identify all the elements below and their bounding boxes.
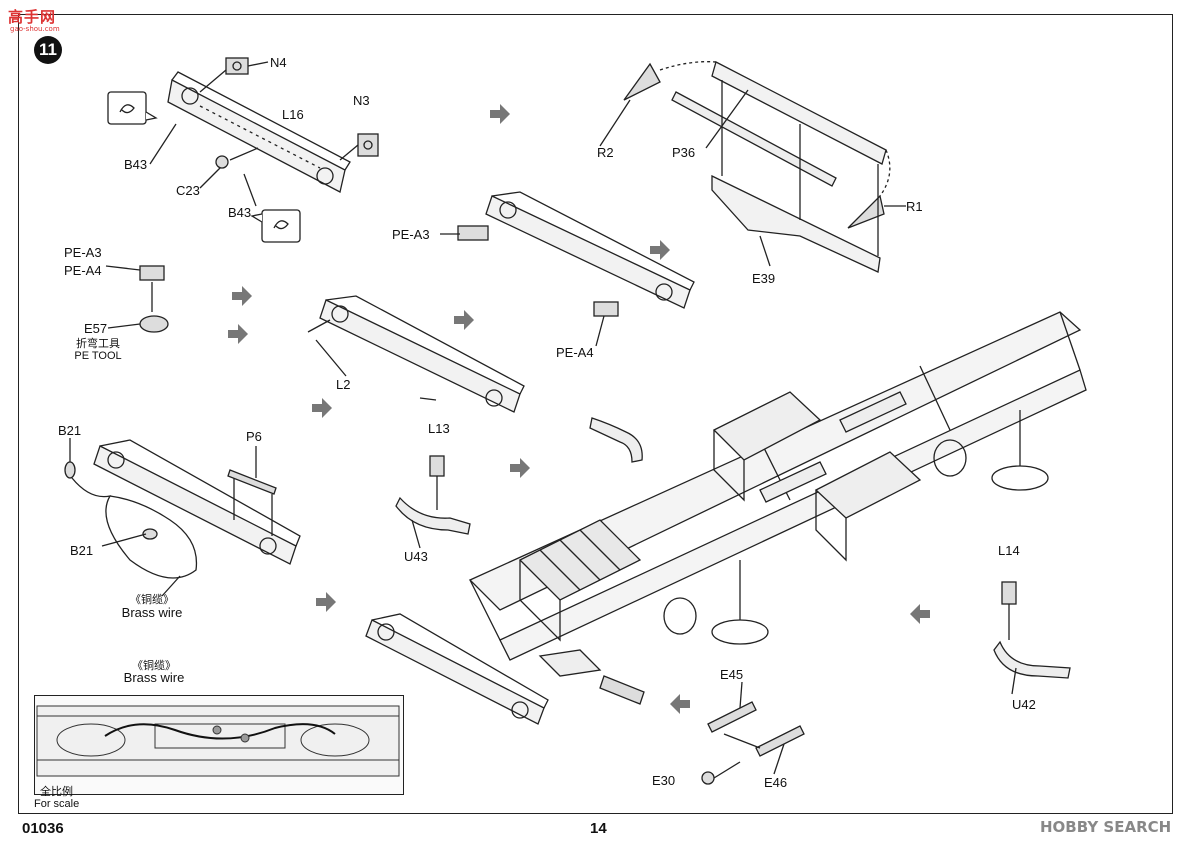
label-p36: P36 [672, 145, 696, 160]
label-b43-bottom: B43 [228, 205, 252, 220]
label-brass-wire-cn-1: 《铜缆》 [130, 594, 174, 606]
label-l2: L2 [336, 377, 351, 392]
label-b21-bottom: B21 [70, 543, 94, 558]
label-pe-a4-left: PE-A4 [64, 263, 102, 278]
arrow-1 [490, 104, 510, 124]
label-l16: L16 [282, 107, 304, 122]
brass-wire-b21 [64, 461, 198, 579]
air-cylinder-1 [839, 391, 907, 433]
part-e57 [139, 315, 169, 333]
part-e45 [707, 701, 757, 733]
part-e30 [701, 771, 715, 785]
wheel-hub-1 [711, 560, 769, 645]
wheel-hub-2 [991, 410, 1049, 491]
label-e39: E39 [752, 271, 776, 286]
label-pe-tool-cn: 折弯工具 [76, 338, 120, 350]
part-e46 [755, 725, 805, 757]
label-r1: R1 [906, 199, 923, 214]
exhaust-pipe [589, 417, 643, 463]
label-l13: L13 [428, 421, 450, 436]
air-cylinder-2 [759, 461, 827, 503]
site-logo: 高手网 [8, 8, 57, 26]
label-pe-tool-en: PE TOOL [74, 350, 122, 362]
label-e30: E30 [652, 773, 676, 788]
part-pe-a4-mid [593, 301, 619, 317]
arrow-7 [510, 458, 530, 478]
part-pe-a3-left [139, 265, 165, 281]
arrow-2 [650, 240, 670, 260]
arrow-8 [316, 592, 336, 612]
label-b43-top: B43 [124, 157, 148, 172]
arrow-6 [312, 398, 332, 418]
label-c23: C23 [176, 183, 200, 198]
part-l14 [1001, 581, 1017, 605]
label-l14: L14 [998, 543, 1020, 558]
part-p6 [227, 469, 277, 495]
label-scale-cn: 全比例 [40, 786, 73, 798]
bracket-r1 [847, 194, 885, 229]
label-scale-en: For scale [34, 798, 80, 810]
part-pe-a3-mid [457, 225, 489, 241]
beam-middle [485, 191, 695, 309]
label-e57: E57 [84, 321, 108, 336]
part-c23 [215, 155, 229, 169]
bend-callout-bottom [250, 209, 301, 243]
arrow-4 [228, 324, 248, 344]
scale-inset [34, 695, 404, 795]
beam-l16 [167, 71, 351, 193]
page-number: 14 [590, 820, 607, 837]
arrow-10 [670, 694, 690, 714]
brand-watermark: HOBBY SEARCH [1040, 818, 1172, 836]
label-n4: N4 [270, 55, 287, 70]
battery-box-upper [712, 391, 822, 502]
label-pe-a4-mid: PE-A4 [556, 345, 594, 360]
flow-arrows [228, 104, 930, 714]
label-p6: P6 [246, 429, 262, 444]
bracket-r2 [623, 62, 661, 101]
label-u42: U42 [1012, 697, 1036, 712]
site-logo-url: gao-shou.com [10, 25, 60, 33]
label-pe-a3-left: PE-A3 [64, 245, 102, 260]
kit-code: 01036 [22, 820, 64, 837]
tube-part [599, 675, 645, 705]
arrow-9 [910, 604, 930, 624]
tow-bracket [538, 649, 602, 677]
engine-block [518, 519, 642, 642]
beam-front-chassis [365, 613, 549, 725]
frame-rail-upper [671, 61, 887, 187]
bend-callout-top [107, 91, 158, 125]
label-n3: N3 [353, 93, 370, 108]
arrow-5 [454, 310, 474, 330]
part-n3 [357, 133, 379, 157]
wheel-hub-3 [933, 439, 967, 477]
part-u42 [993, 640, 1071, 679]
beam-p6 [93, 439, 301, 565]
label-brass-wire-en-2: Brass wire [123, 670, 185, 685]
step-number-badge: 11 [34, 36, 62, 64]
scale-drawing [36, 705, 400, 777]
wheel-hub-4 [663, 597, 697, 635]
beam-l2 [319, 295, 525, 413]
label-e45: E45 [720, 667, 744, 682]
label-pe-a3-mid: PE-A3 [392, 227, 430, 242]
label-r2: R2 [597, 145, 614, 160]
label-brass-wire-en-1: Brass wire [121, 605, 183, 620]
label-u43: U43 [404, 549, 428, 564]
arrow-3 [232, 286, 252, 306]
page-frame [18, 14, 1173, 814]
battery-box-lower [814, 451, 922, 562]
part-u43 [395, 496, 471, 535]
label-b21-top: B21 [58, 423, 82, 438]
part-l13 [429, 455, 445, 477]
frame-e39 [711, 174, 881, 273]
label-brass-wire-cn-2: 《铜缆》 [132, 660, 176, 672]
part-n4 [225, 57, 249, 75]
label-e46: E46 [764, 775, 788, 790]
